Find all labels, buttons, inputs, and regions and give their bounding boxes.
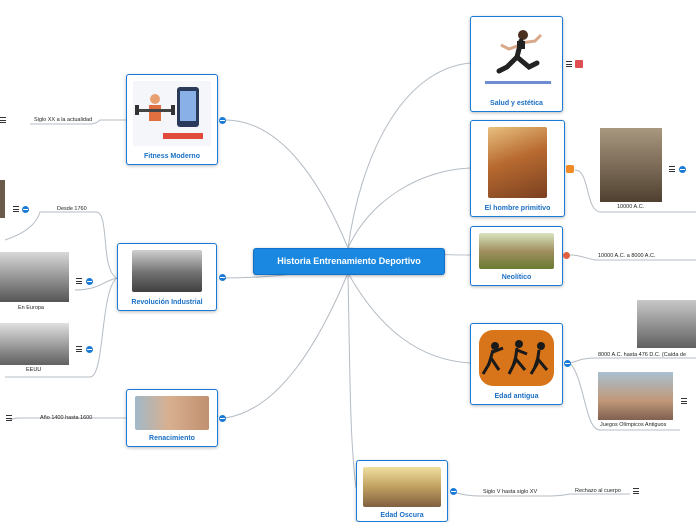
renaissance-image	[135, 396, 209, 430]
globe-icon[interactable]	[219, 415, 226, 422]
antigua-thumb-1	[637, 300, 696, 348]
fitness-image	[133, 81, 211, 146]
node-revolucion-industrial[interactable]: Revolución Industrial	[117, 243, 217, 311]
neolithic-image	[479, 233, 554, 269]
notes-icon[interactable]	[681, 398, 687, 404]
node-hombre-primitivo[interactable]: El hombre primitivo	[470, 120, 565, 217]
industrial-image	[132, 250, 202, 292]
subtopic-fitness-period[interactable]: Siglo XX a la actualidad	[34, 117, 93, 123]
antigua-juegos-thumb	[598, 372, 673, 420]
node-edad-oscura[interactable]: Edad Oscura	[356, 460, 448, 522]
notes-icon[interactable]	[76, 278, 82, 284]
globe-icon[interactable]	[22, 206, 29, 213]
subtopic-revolucion-period[interactable]: Desde 1760	[57, 206, 87, 212]
subtopic-revolucion-europa[interactable]: En Europa	[18, 305, 44, 311]
europa-thumb	[0, 252, 69, 302]
globe-icon[interactable]	[86, 278, 93, 285]
subtopic-oscura-period[interactable]: Siglo V hasta siglo XV	[483, 489, 538, 495]
central-topic[interactable]: Historia Entrenamiento Deportivo	[253, 248, 445, 275]
notes-icon[interactable]	[633, 488, 639, 494]
notes-icon[interactable]	[76, 346, 82, 352]
globe-icon[interactable]	[86, 346, 93, 353]
node-label: Salud y estética	[490, 100, 543, 107]
node-label: Renacimiento	[149, 435, 195, 442]
node-label: Edad Oscura	[380, 512, 424, 519]
notes-icon[interactable]	[566, 61, 572, 67]
globe-icon[interactable]	[450, 488, 457, 495]
runner-image	[477, 23, 556, 93]
node-label: Neolítico	[501, 274, 532, 281]
subtopic-oscura-rechazo[interactable]: Rechazo al cuerpo	[575, 488, 621, 494]
eeuu-thumb	[0, 323, 69, 365]
subtopic-antigua-juegos[interactable]: Juegos Olímpicos Antiguos	[600, 422, 667, 428]
subtopic-revolucion-eeuu[interactable]: EEUU	[26, 367, 42, 373]
revolucion-thumb-1	[0, 180, 5, 218]
dark-age-image	[363, 467, 441, 507]
pdf-icon[interactable]	[575, 60, 583, 68]
blogger-icon[interactable]	[566, 165, 574, 173]
notes-icon[interactable]	[6, 415, 12, 421]
globe-icon[interactable]	[219, 274, 226, 281]
node-label: Edad antigua	[494, 393, 539, 400]
subtopic-renacimiento-period[interactable]: Año 1400 hasta 1600	[40, 415, 93, 421]
link-icon[interactable]	[563, 252, 570, 259]
subtopic-antigua-period[interactable]: 8000 A.C. hasta 476 D.C. (Caída de	[598, 352, 687, 358]
globe-icon[interactable]	[219, 117, 226, 124]
node-fitness-moderno[interactable]: Fitness Moderno	[126, 74, 218, 165]
notes-icon[interactable]	[669, 166, 675, 172]
globe-icon[interactable]	[564, 360, 571, 367]
notes-icon[interactable]	[13, 206, 19, 212]
node-label: Fitness Moderno	[143, 153, 200, 160]
globe-icon[interactable]	[679, 166, 686, 173]
node-edad-antigua[interactable]: Edad antigua	[470, 323, 563, 405]
node-neolitico[interactable]: Neolítico	[470, 226, 563, 286]
node-salud-estetica[interactable]: Salud y estética	[470, 16, 563, 112]
subtopic-neolitico-period[interactable]: 10000 A.C. a 8000 A.C.	[598, 253, 656, 259]
primitivo-thumb	[600, 128, 662, 202]
node-renacimiento[interactable]: Renacimiento	[126, 389, 218, 447]
greek-vase-image	[479, 330, 554, 386]
node-label: Revolución Industrial	[131, 299, 203, 306]
primitive-man-image	[488, 127, 547, 198]
notes-icon[interactable]	[0, 117, 6, 123]
subtopic-primitivo-period[interactable]: 10000 A.C.	[617, 204, 645, 210]
node-label: El hombre primitivo	[484, 205, 551, 212]
